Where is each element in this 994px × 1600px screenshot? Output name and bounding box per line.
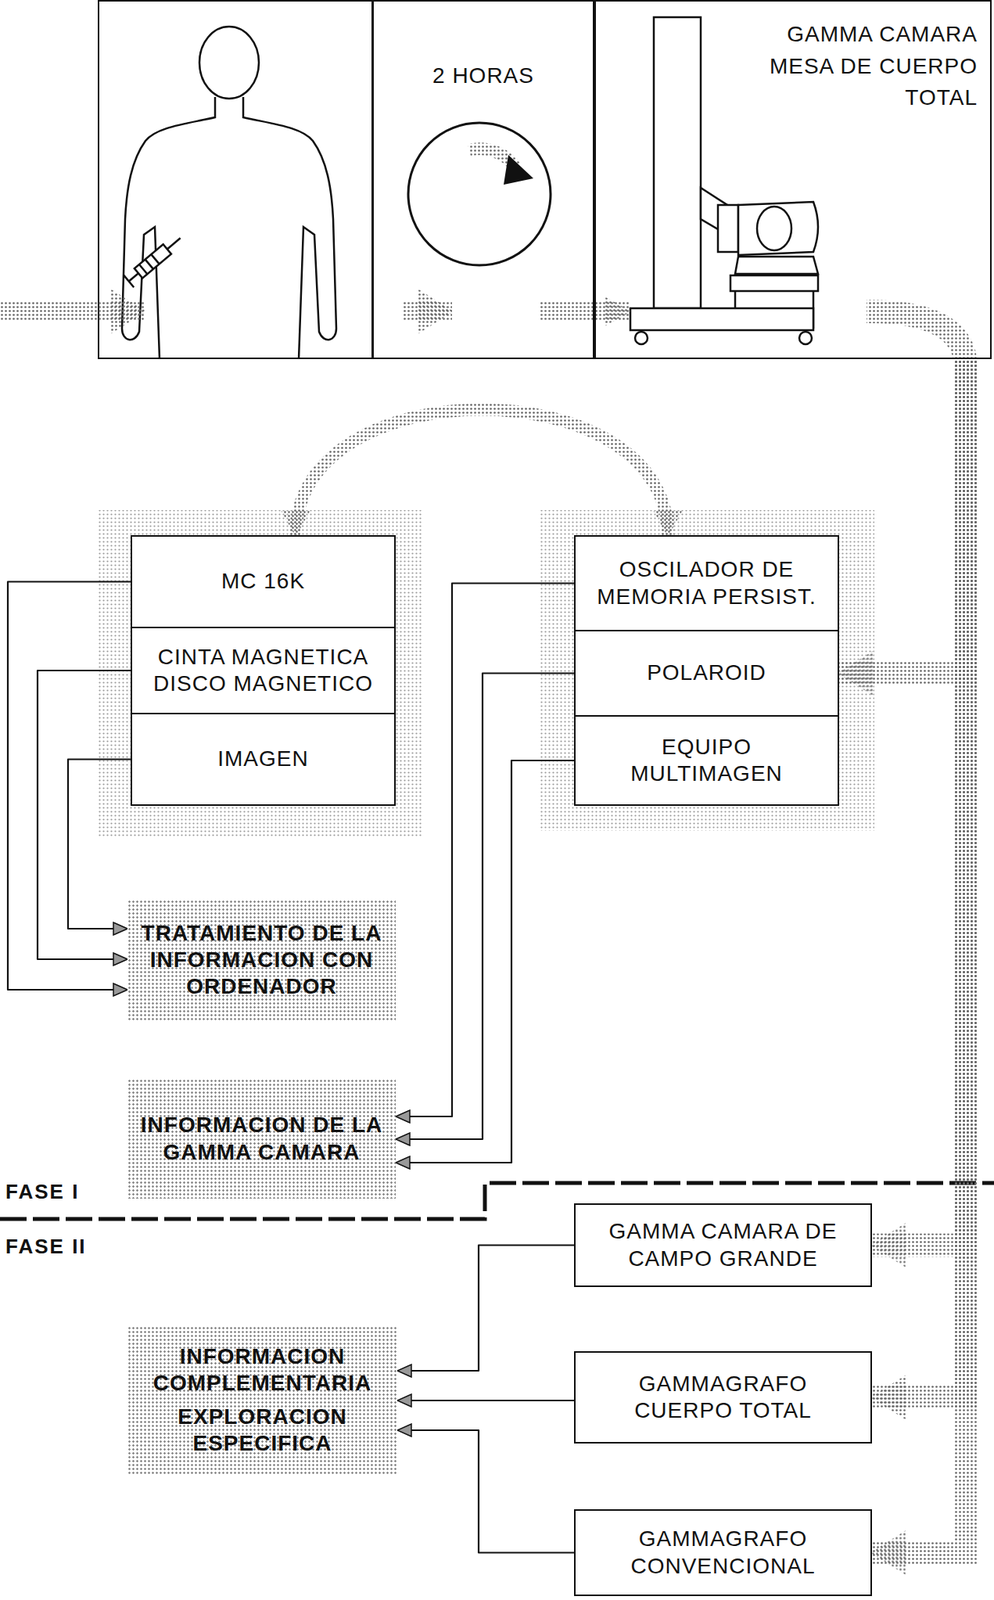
shaded-box: INFORMACION DE LA GAMMA CAMARA	[127, 1078, 396, 1199]
node-text: GAMMA CAMARA MESA DE CUERPO TOTAL	[719, 18, 978, 115]
connector-line	[397, 1399, 575, 1401]
node-text: TRATAMIENTO DE LA INFORMACION CON ORDENA…	[136, 919, 387, 1000]
process-box: GAMMAGRAFO CONVENCIONAL	[574, 1508, 872, 1596]
connector-line	[7, 581, 131, 991]
node-text: OSCILADOR DE MEMORIA PERSIST.	[583, 556, 830, 610]
syringe	[123, 232, 186, 288]
shaded-box: TRATAMIENTO DE LA INFORMACION CON ORDENA…	[127, 899, 396, 1020]
phase-label: FASE I	[3, 1179, 82, 1204]
flow-arrow	[295, 409, 668, 536]
node-text: IMAGEN	[217, 745, 309, 772]
node-text: MC 16K	[221, 567, 306, 595]
phase-label: FASE II	[3, 1234, 90, 1259]
node-text: 2 HORAS	[432, 62, 535, 90]
clock-arrowhead	[503, 154, 534, 185]
person-figure	[122, 26, 337, 359]
panel-box: 2 HORAS	[372, 0, 595, 359]
process-box: CINTA MAGNETICA DISCO MAGNETICO	[130, 626, 396, 715]
flow-arrow	[0, 301, 145, 322]
node-text: EQUIPO MULTIMAGEN	[583, 733, 830, 787]
shaded-frame	[540, 509, 875, 831]
flow-arrow	[871, 358, 966, 1397]
connector-line	[395, 673, 575, 1140]
flow-arrow	[839, 358, 966, 674]
flow-arrow	[539, 301, 630, 322]
flow-arrow	[866, 311, 966, 368]
process-box: IMAGEN	[130, 712, 396, 806]
connector-line	[68, 759, 131, 930]
node-text: INFORMACION DE LA GAMMA CAMARA	[136, 1111, 387, 1165]
process-box: POLAROID	[574, 629, 840, 717]
flow-arrow	[871, 358, 966, 1246]
node-text: GAMMA CAMARA DE CAMPO GRANDE	[599, 1217, 847, 1271]
node-text: INFORMACION COMPLEMENTARIA	[136, 1342, 388, 1396]
process-box: GAMMA CAMARA DE CAMPO GRANDE	[574, 1202, 872, 1287]
shaded-frame	[96, 509, 424, 837]
process-box: MC 16K	[130, 534, 396, 628]
connector-line	[395, 583, 575, 1117]
connector-line	[397, 1245, 575, 1371]
shaded-box: INFORMACION COMPLEMENTARIA EXPLORACION ES…	[127, 1325, 398, 1474]
node-text: EXPLORACION ESPECIFICA	[136, 1403, 388, 1457]
connector-line	[397, 1429, 575, 1553]
connector-line	[395, 760, 575, 1163]
node-text: GAMMAGRAFO CONVENCIONAL	[599, 1525, 847, 1579]
process-box: GAMMAGRAFO CUERPO TOTAL	[574, 1350, 872, 1443]
connector-line	[37, 670, 131, 959]
node-text: GAMMAGRAFO CUERPO TOTAL	[599, 1370, 847, 1424]
clock-dial	[408, 122, 551, 266]
flow-arrow	[402, 301, 453, 322]
panel-box: GAMMA CAMARA MESA DE CUERPO TOTAL	[594, 0, 992, 359]
node-text: CINTA MAGNETICA DISCO MAGNETICO	[139, 643, 387, 697]
process-box: OSCILADOR DE MEMORIA PERSIST.	[574, 534, 840, 632]
process-box: EQUIPO MULTIMAGEN	[574, 714, 840, 806]
node-text: POLAROID	[646, 659, 767, 686]
flow-arrow	[871, 358, 966, 1553]
